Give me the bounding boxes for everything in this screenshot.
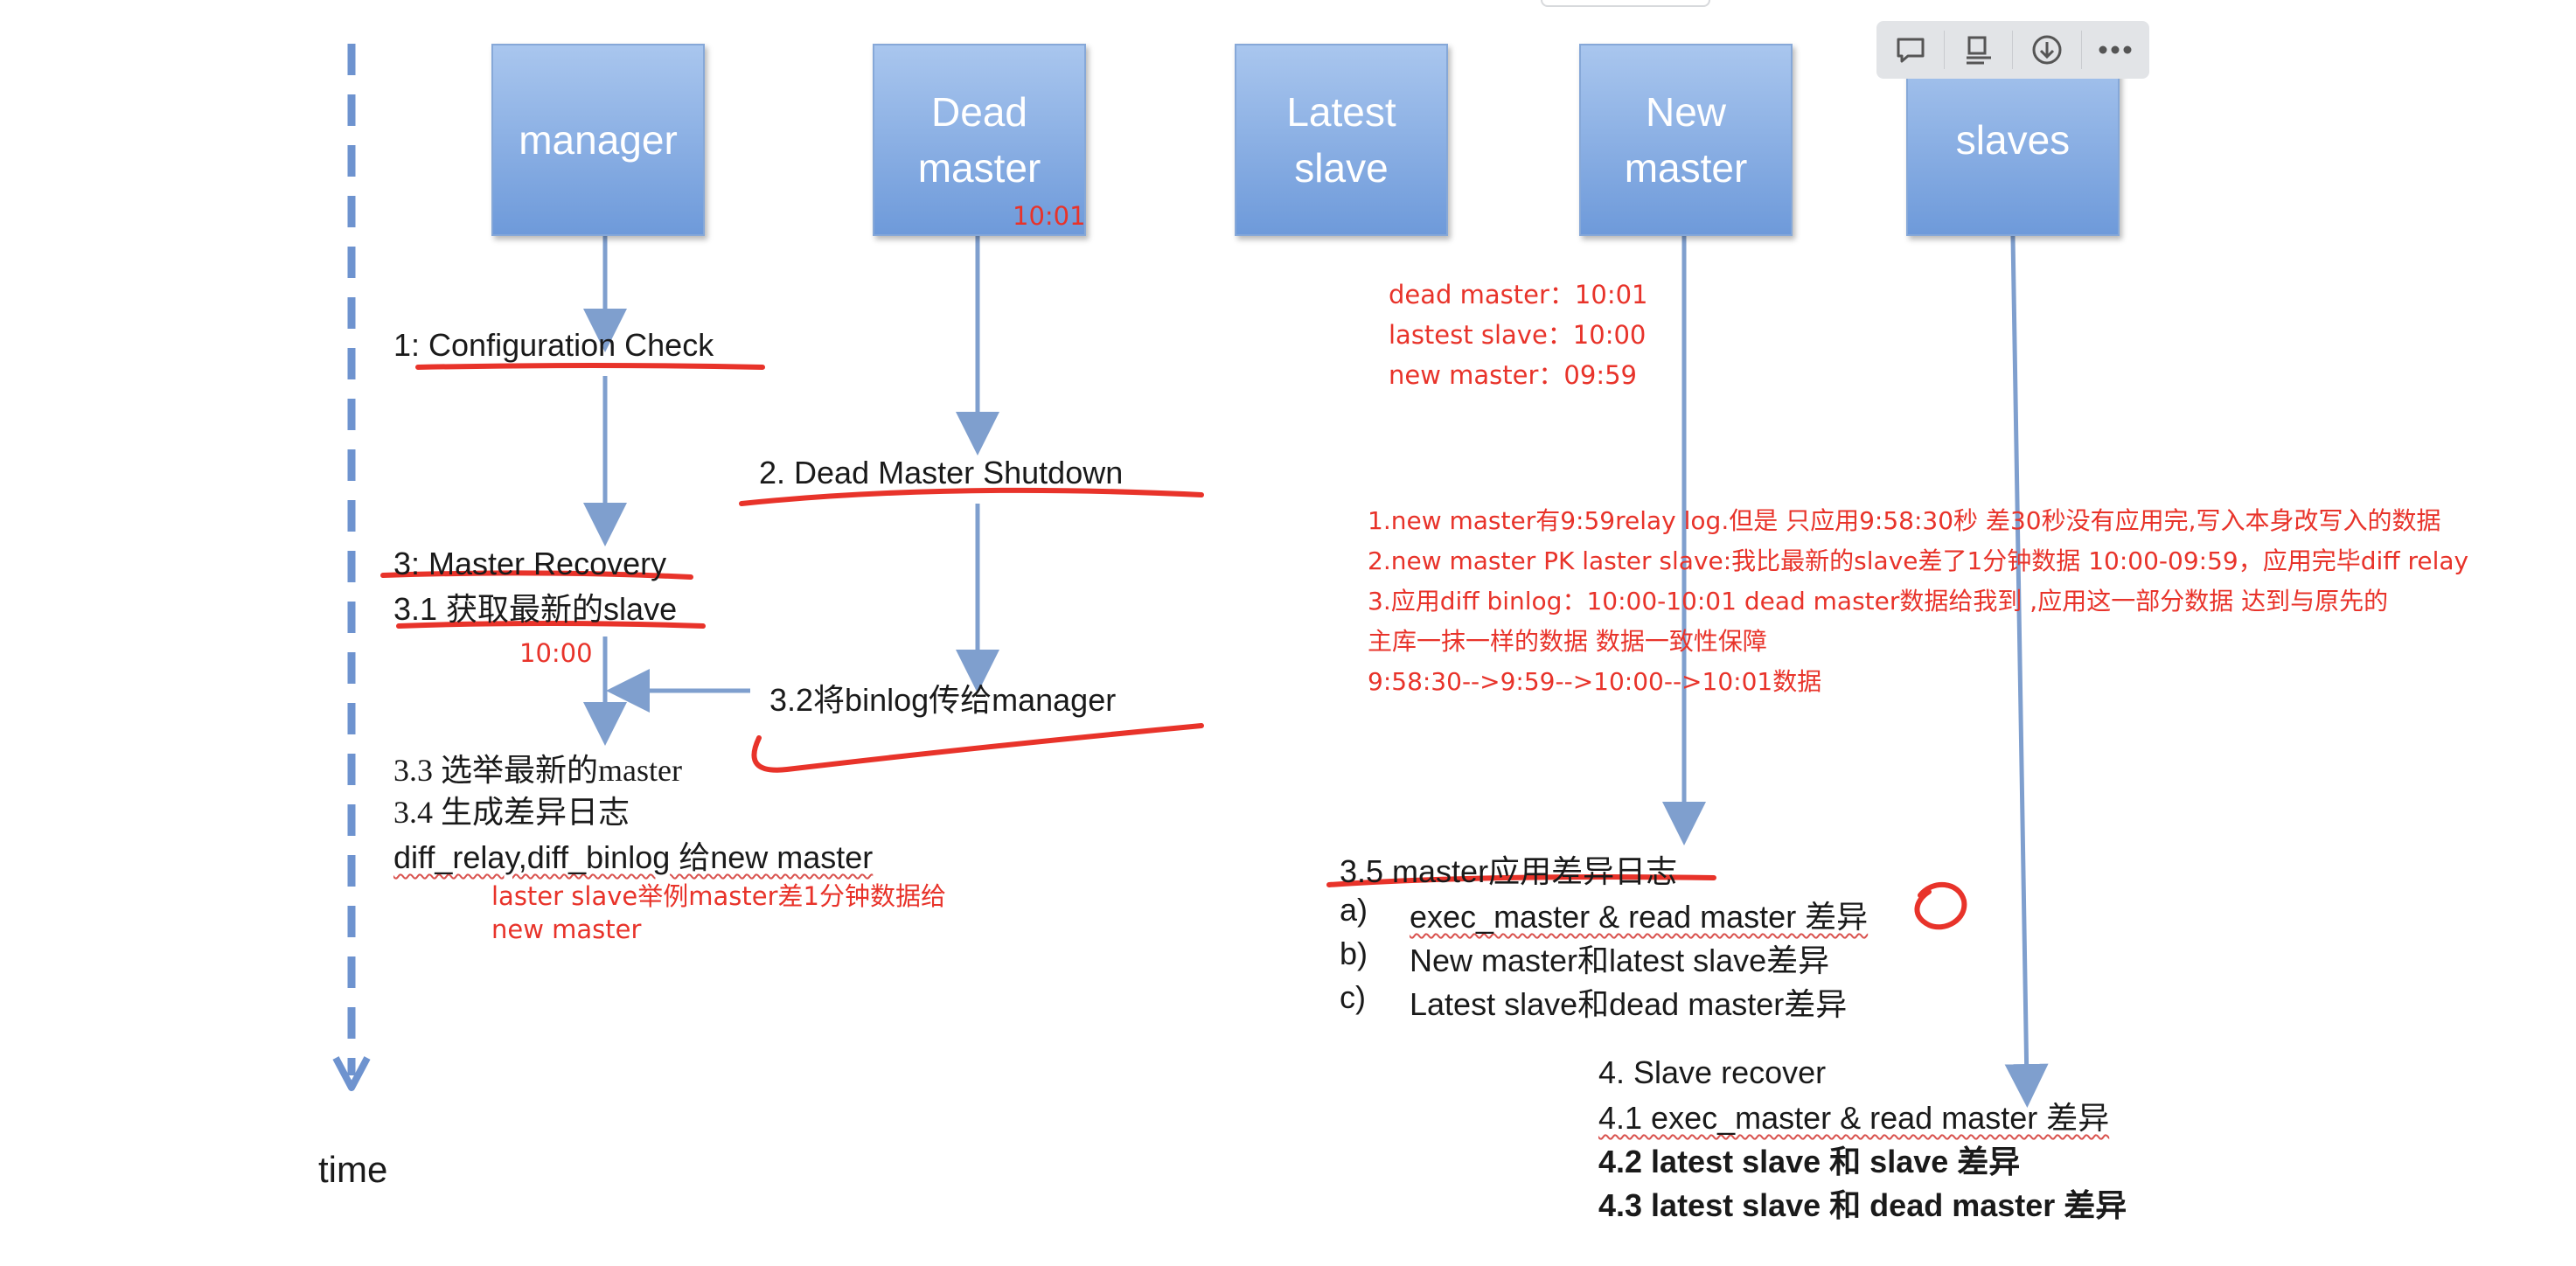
more-icon [2099,45,2132,54]
step-3-2-binlog: 3.2将binlog传给manager [769,682,1117,718]
note-line-2: 2.new master PK laster slave:我比最新的slave差… [1368,546,2469,575]
step-3-5-b: New master和latest slave差异 [1410,943,1830,978]
red-underline-config [415,363,765,370]
step-3-5-c-marker: c) [1340,979,1366,1015]
step-3-5: 3.5 master应用差异日志 [1340,853,1678,889]
step-3-4-diff: diff_relay,diff_binlog 给new master [393,839,874,875]
outline-button[interactable] [1945,21,2012,79]
image-toolbar [1876,21,2149,79]
note-line-4: 主库一抹一样的数据 数据一致性保障 [1368,627,1767,656]
red-underline-3-1 [396,621,706,629]
times-new-master: new master：09:59 [1389,360,1637,390]
note-line-5: 9:58:30-->9:59-->10:00-->10:01数据 [1368,667,1822,696]
time-label: time [318,1149,388,1190]
step-4-2: 4.2 latest slave 和 slave 差异 [1598,1144,2021,1179]
red-underline-3-5 [1326,874,1716,887]
manager-box: manager [491,44,705,236]
latest-slave-box: Latest slave [1235,44,1448,236]
outline-icon [1966,36,1991,65]
toolbar-separator [1944,31,1946,69]
step-3-master-recovery: 3: Master Recovery [393,546,667,581]
red-underline-recovery [380,570,693,580]
dead-master-box: Dead master [873,44,1086,236]
step-3-1: 3.1 获取最新的slave [393,591,678,627]
step-3-4: 3.4 生成差异日志 [393,795,630,830]
step-1-config-check: 1: Configuration Check [393,327,714,363]
step-4-slave-recover: 4. Slave recover [1598,1054,1827,1090]
comment-button[interactable] [1876,21,1944,79]
step-3-5-c: Latest slave和dead master差异 [1410,986,1848,1022]
step-3-5-a: exec_master & read master 差异 [1410,899,1869,935]
dead-master-time: 10:01 [1013,201,1086,231]
note-line-3: 3.应用diff binlog：10:00-10:01 dead master数… [1368,587,2389,616]
new-master-box: New master [1579,44,1793,236]
download-button[interactable] [2013,21,2080,79]
step-4-3: 4.3 latest slave 和 dead master 差异 [1598,1187,2127,1223]
red-hook-binlog [751,723,1204,773]
times-dead-master: dead master：10:01 [1389,280,1648,310]
note-line-1: 1.new master有9:59relay log.但是 只应用9:58:30… [1368,506,2441,535]
times-latest-slave: lastest slave：10:00 [1389,320,1647,350]
arrow-slaves [2004,235,2049,1108]
comment-icon [1897,38,1925,63]
step-3-5-b-marker: b) [1340,936,1368,971]
toolbar-separator [2012,31,2014,69]
toolbar-separator [2080,31,2082,69]
step-3-5-a-marker: a) [1340,892,1368,928]
step-3-3: 3.3 选举最新的master [393,753,682,788]
step-2-dead-master-shutdown: 2. Dead Master Shutdown [759,455,1124,490]
laster-slave-note-2: new master [491,915,642,944]
time-axis-arrowhead [332,1056,371,1091]
more-button[interactable] [2082,21,2149,79]
laster-slave-note-1: laster slave举例master差1分钟数据给 [491,881,946,911]
latest-slave-time: 10:00 [519,638,593,668]
download-icon [2032,35,2062,65]
red-underline-shutdown [739,487,1204,506]
red-circle [1914,881,1967,930]
step-4-1: 4.1 exec_master & read master 差异 [1598,1100,2110,1136]
